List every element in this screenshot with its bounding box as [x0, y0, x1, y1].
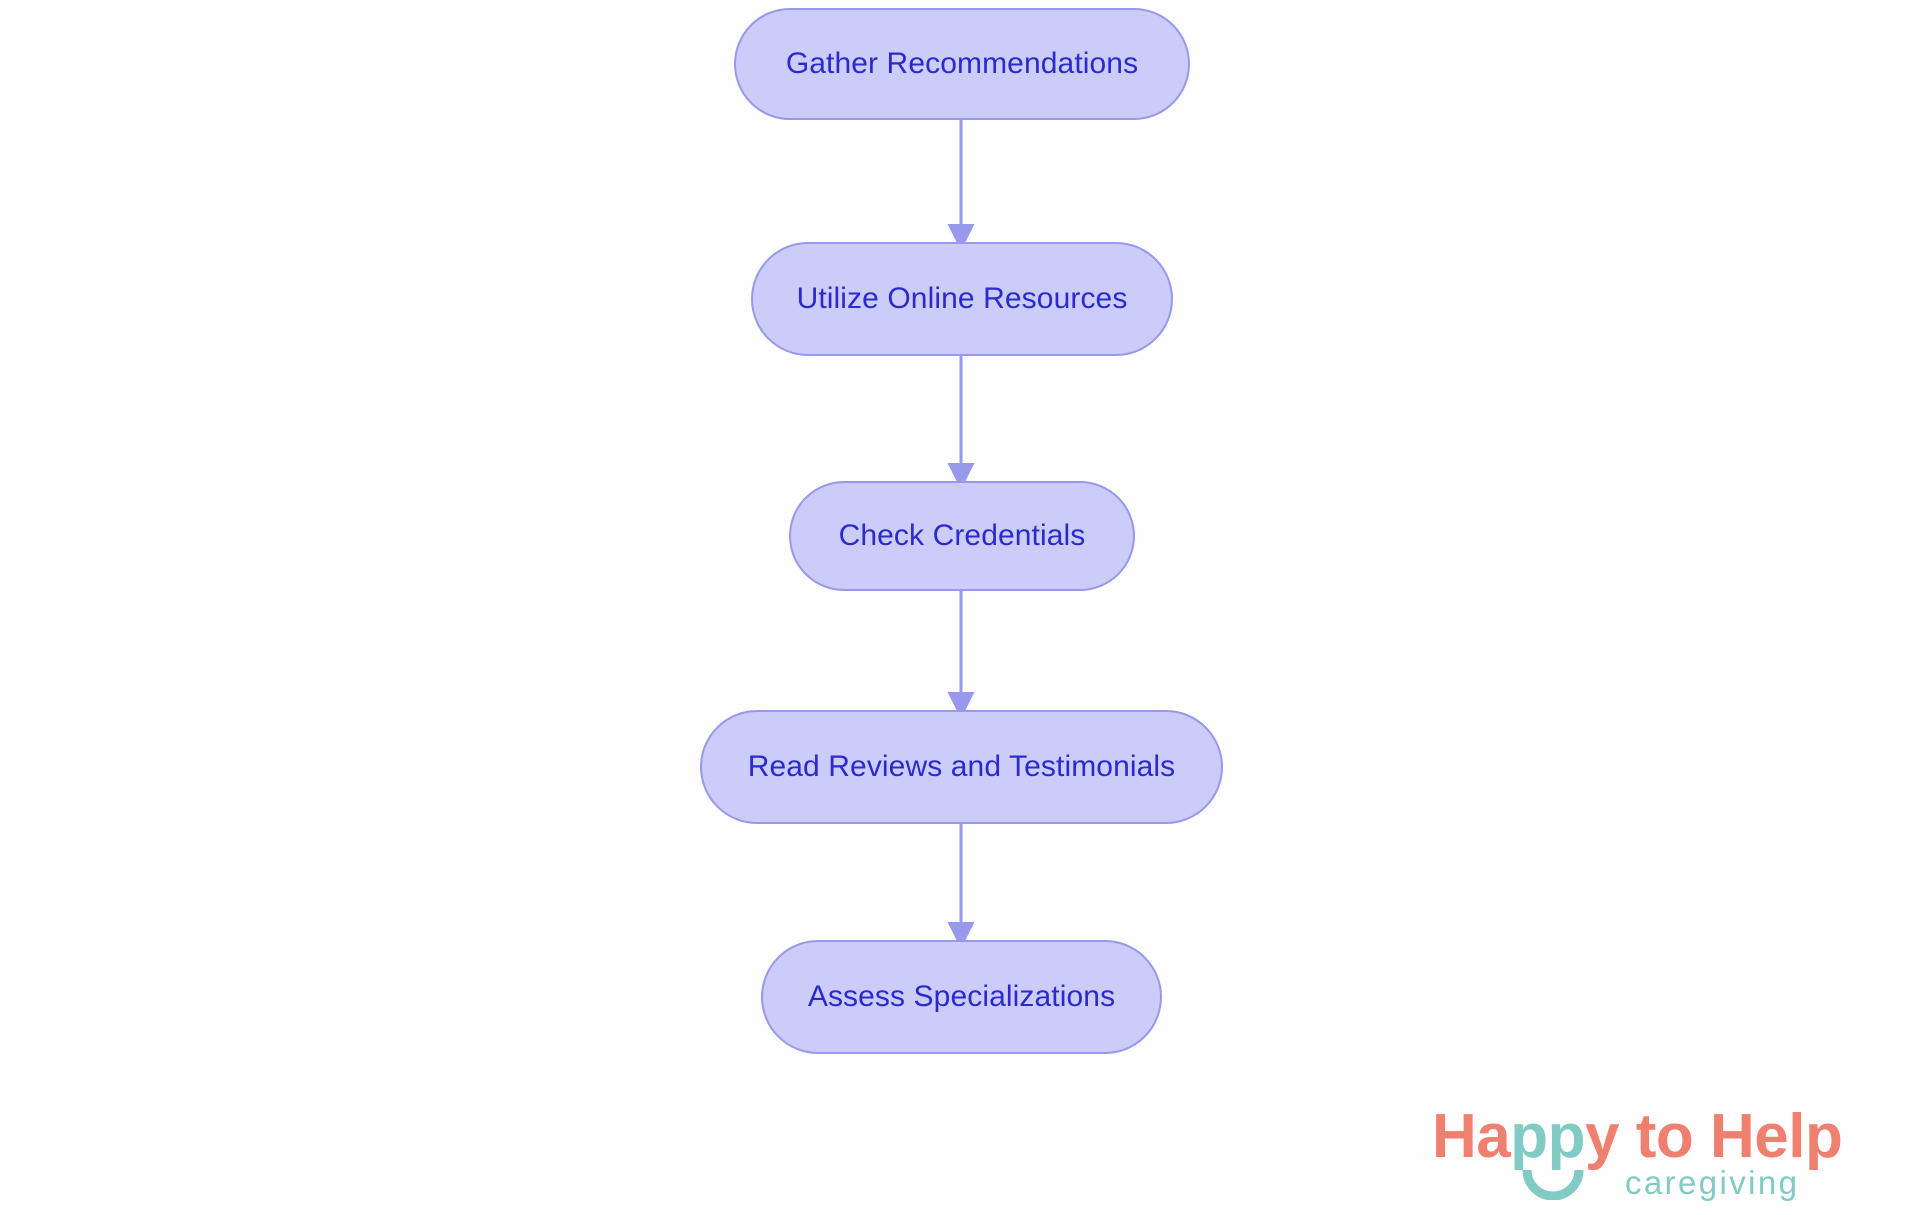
logo-word-part-2: y to Help [1585, 1102, 1843, 1171]
flow-node-label: Check Credentials [838, 518, 1086, 552]
logo-tagline: caregiving [1625, 1164, 1800, 1201]
logo-word-part-pp: pp [1510, 1102, 1586, 1171]
flow-node-utilize-online-resources[interactable]: Utilize Online Resources [751, 242, 1173, 356]
flow-node-label: Assess Specializations [807, 979, 1116, 1013]
brand-logo: Happy to Help caregiving [1432, 1106, 1852, 1206]
smile-icon [1522, 1169, 1584, 1200]
logo-word-part-1: Ha [1432, 1102, 1511, 1171]
flow-node-assess-specializations[interactable]: Assess Specializations [761, 940, 1162, 1054]
flow-node-label: Utilize Online Resources [796, 281, 1128, 315]
flow-node-label: Gather Recommendations [785, 46, 1139, 80]
flow-node-gather-recommendations[interactable]: Gather Recommendations [734, 8, 1190, 120]
logo-wordmark: Happy to Help [1432, 1106, 1843, 1168]
flow-node-label: Read Reviews and Testimonials [747, 749, 1176, 783]
flow-node-read-reviews-and-testimonials[interactable]: Read Reviews and Testimonials [700, 710, 1223, 824]
flow-node-check-credentials[interactable]: Check Credentials [789, 481, 1135, 591]
